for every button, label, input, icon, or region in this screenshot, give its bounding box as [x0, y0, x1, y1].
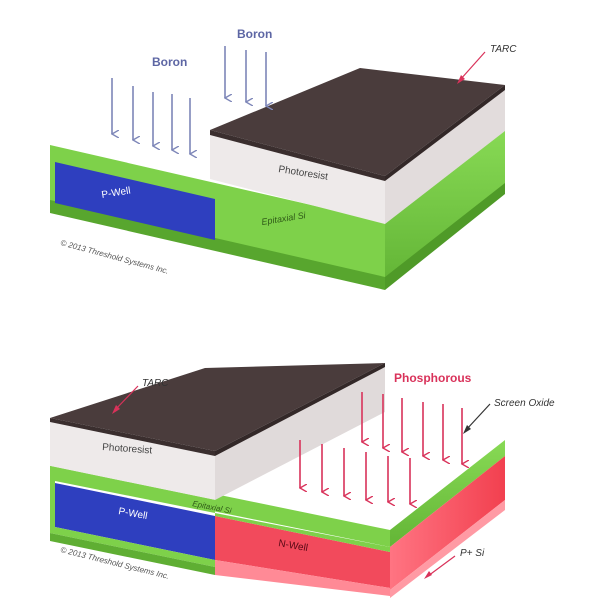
bottom-front-lower-left [50, 478, 215, 567]
top-pwell-region [55, 162, 215, 240]
top-tarc-edge-front [210, 130, 385, 181]
boron-label-left: Boron [152, 55, 187, 69]
bottom-panel: TARC Phosphorous Screen Oxide Photoresis… [50, 363, 555, 598]
top-photoresist-front [210, 135, 385, 224]
tarc-label-top: TARC [490, 44, 517, 55]
pwell-label-top: P-Well [101, 186, 132, 201]
bottom-photoresist-side [215, 367, 385, 500]
leader-arrowhead [463, 425, 471, 434]
photoresist-label-bottom: Photoresist [102, 442, 153, 456]
screen-oxide-label: Screen Oxide [494, 398, 555, 409]
bottom-epi-front-right [215, 513, 390, 552]
tarc-label-bottom: TARC [142, 378, 169, 389]
top-wafer-side-bottom-strip [385, 183, 505, 290]
leader-line-icon [114, 385, 139, 411]
top-photoresist-side [385, 90, 505, 224]
top-panel: Boron Boron TARC Photoresist P-Well Epit… [50, 27, 517, 290]
bottom-phosphorus-arrows [300, 392, 462, 504]
top-wafer-front-face [50, 145, 385, 282]
phosphorous-label: Phosphorous [394, 371, 472, 385]
bottom-nwell-region [215, 516, 390, 588]
leader-line-icon [465, 403, 491, 431]
psi-label: P+ Si [460, 548, 485, 559]
bottom-pwell-region [55, 483, 215, 560]
bottom-wafer-top-surface [215, 365, 505, 530]
bottom-side-face-red [390, 456, 505, 590]
leader-arrowhead [112, 405, 120, 414]
boron-label-right: Boron [237, 27, 272, 41]
bottom-side-face-green [390, 440, 505, 547]
leader-line-icon [459, 51, 486, 81]
bottom-side-face-pink [390, 500, 505, 598]
pwell-label-bottom: P-Well [117, 506, 148, 522]
nwell-label-bottom: N-Well [277, 538, 308, 554]
bottom-front-bottom-strip-pink [215, 560, 390, 596]
bottom-tarc-edge-side [215, 363, 385, 456]
bottom-front-bottom-strip-green [50, 533, 215, 575]
leader-line-icon [427, 555, 456, 577]
leader-arrowhead [424, 571, 432, 579]
top-wafer-side-face [385, 128, 505, 282]
bottom-photoresist-front [50, 422, 215, 500]
copyright-top: © 2013 Threshold Systems Inc. [59, 238, 169, 276]
leader-arrowhead [457, 75, 465, 84]
bottom-epi-under-resist [50, 466, 215, 513]
top-wafer-bottom-strip [50, 200, 385, 290]
bottom-tarc-surface [50, 363, 385, 451]
top-tarc-surface [210, 68, 505, 176]
top-boron-arrows [112, 46, 266, 154]
watermark-text: 知乎 @明日之名 [484, 567, 586, 583]
bottom-tarc-edge-front [50, 418, 215, 456]
top-tarc-edge-side [385, 85, 505, 181]
